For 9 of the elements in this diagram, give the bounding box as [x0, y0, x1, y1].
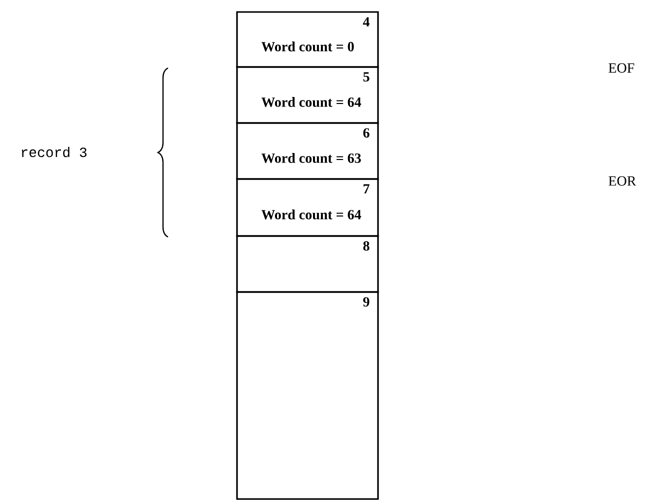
record-box: 4 Word count = 0 — [236, 11, 379, 68]
record-box: 9 — [236, 291, 379, 500]
label-text: EOF — [608, 63, 634, 73]
record-box: 8 — [236, 235, 379, 293]
label-text: EOR — [608, 176, 636, 186]
record-box: 7 Word count = 64 — [236, 178, 379, 237]
record-box: 5 Word count = 64 — [236, 66, 379, 124]
label-text: record 3 — [22, 146, 87, 158]
record-box: 6 Word count = 63 — [236, 122, 379, 180]
